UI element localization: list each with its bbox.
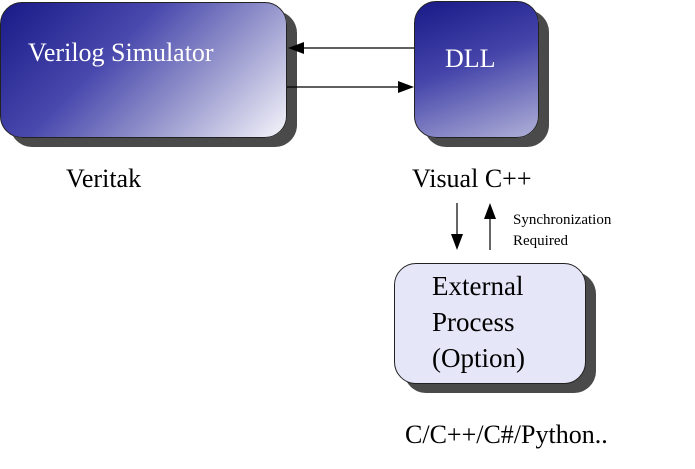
external-process-line1: External <box>432 271 524 301</box>
arrow-dll-to-simulator <box>288 42 414 54</box>
arrow-simulator-to-dll <box>287 81 414 93</box>
dll-box <box>414 1 539 138</box>
sync-note-line1: Synchronization <box>513 212 612 228</box>
dll-label: DLL <box>445 44 496 73</box>
arrow-external-to-dll <box>484 203 496 250</box>
external-process-line3: (Option) <box>432 343 525 373</box>
languages-caption: C/C++/C#/Python.. <box>405 420 608 449</box>
sync-note-line2: Required <box>513 233 568 249</box>
external-process-line2: Process <box>432 307 515 337</box>
verilog-simulator-label: Verilog Simulator <box>28 38 214 67</box>
arrow-dll-to-external <box>451 203 463 250</box>
verilog-simulator-box <box>0 2 287 138</box>
visual-cpp-caption: Visual C++ <box>412 164 532 193</box>
veritak-caption: Veritak <box>66 164 142 193</box>
external-process-box <box>394 263 586 384</box>
